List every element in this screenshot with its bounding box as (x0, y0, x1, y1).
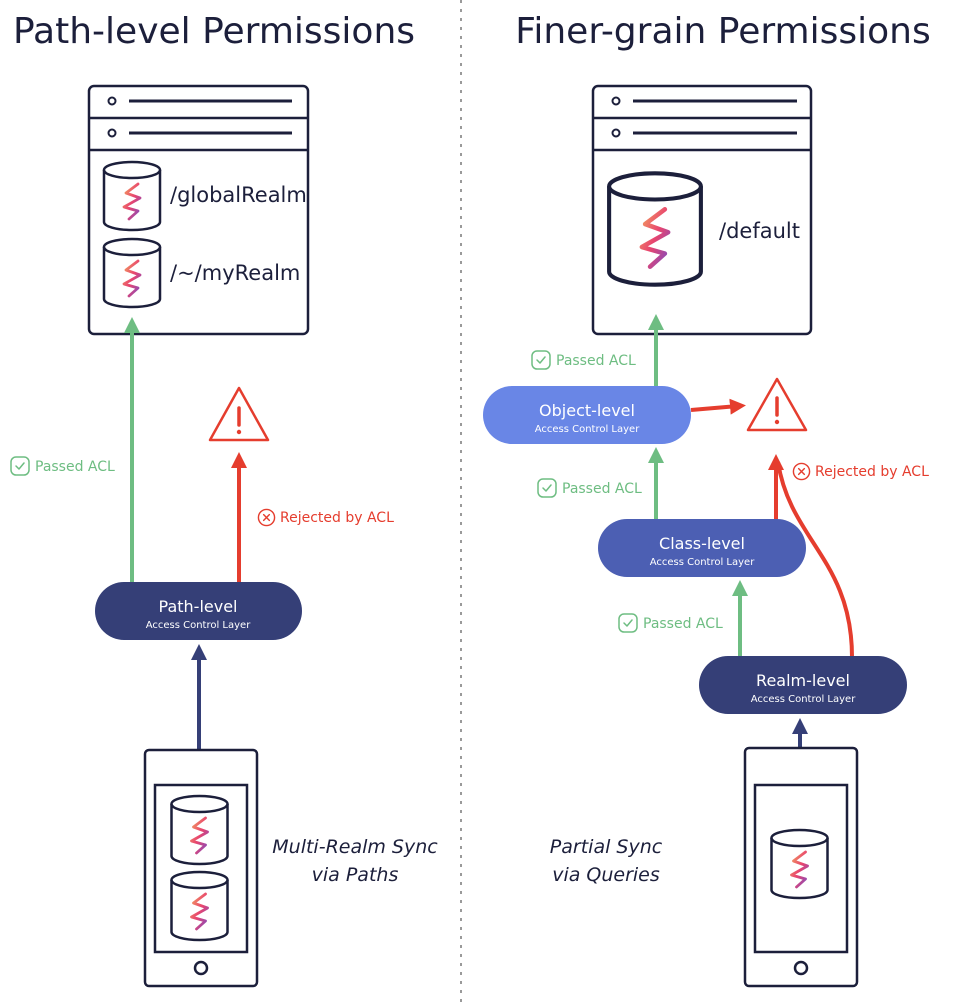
realm-path-default: /default (719, 219, 800, 243)
left-panel-title: Path-level Permissions (13, 11, 415, 52)
path-level-layer: Path-level Access Control Layer (95, 582, 302, 640)
database-icon (770, 828, 829, 900)
right-caption-line1: Partial Sync (550, 836, 663, 858)
class-level-title: Class-level (659, 534, 745, 553)
rejected-acl-label: Rejected by ACL (815, 464, 929, 480)
rejected-acl-arrow (690, 398, 746, 415)
class-level-subtitle: Access Control Layer (650, 557, 756, 568)
database-icon (609, 173, 701, 284)
object-level-subtitle: Access Control Layer (535, 424, 641, 435)
rejected-acl-curve (776, 461, 854, 658)
realm-level-layer: Realm-level Access Control Layer (699, 656, 907, 714)
passed-acl-label-realm: Passed ACL (643, 616, 723, 632)
check-icon (537, 478, 557, 498)
check-icon (618, 613, 638, 633)
passed-acl-label-class: Passed ACL (562, 481, 642, 497)
realm-level-subtitle: Access Control Layer (751, 694, 857, 705)
object-level-title: Object-level (539, 401, 635, 420)
database-icon (102, 237, 162, 309)
realm-path-my: /~/myRealm (170, 261, 300, 285)
right-caption-line2: via Queries (552, 864, 660, 886)
database-icon (170, 794, 229, 866)
phone-icon (143, 748, 259, 988)
right-panel-title: Finer-grain Permissions (515, 11, 930, 52)
class-level-layer: Class-level Access Control Layer (598, 519, 806, 577)
rejected-acl-label: Rejected by ACL (280, 510, 394, 526)
x-circle-icon (257, 508, 276, 527)
warning-icon (208, 386, 270, 442)
warning-icon (746, 377, 808, 432)
passed-acl-label-object: Passed ACL (556, 353, 636, 369)
left-caption-line2: via Paths (312, 864, 399, 886)
passed-acl-label: Passed ACL (35, 459, 115, 475)
check-icon (10, 456, 30, 476)
x-circle-icon (792, 462, 811, 481)
check-icon (531, 350, 551, 370)
left-caption-line1: Multi-Realm Sync (272, 836, 438, 858)
database-icon (170, 870, 229, 942)
database-icon (102, 160, 162, 232)
object-level-layer: Object-level Access Control Layer (483, 386, 691, 444)
path-level-subtitle: Access Control Layer (146, 620, 252, 631)
realm-path-global: /globalRealm (170, 183, 307, 207)
path-level-title: Path-level (159, 597, 238, 616)
realm-level-title: Realm-level (756, 671, 850, 690)
